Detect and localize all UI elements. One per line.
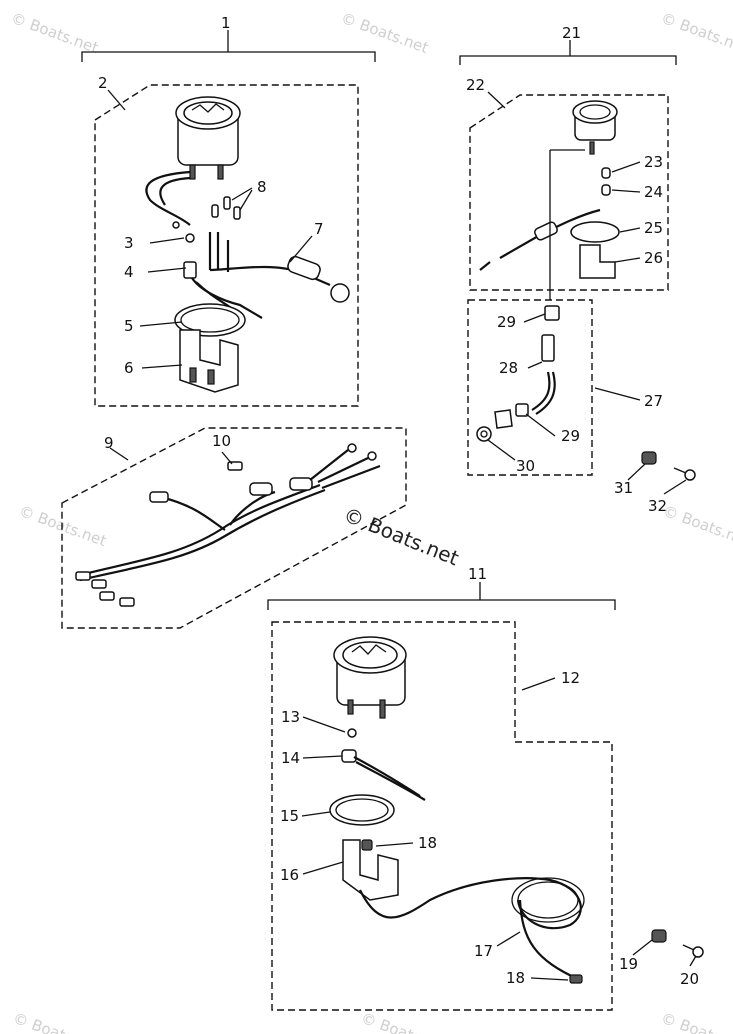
callout-4: 4 <box>124 263 134 281</box>
callout-18a: 18 <box>418 834 437 852</box>
callout-32: 32 <box>648 497 667 515</box>
callout-16: 16 <box>280 866 299 884</box>
watermark: © Boats.net <box>339 9 431 57</box>
callout-23: 23 <box>644 153 663 171</box>
part-25-ring <box>570 221 620 243</box>
part-17-tube <box>359 877 585 982</box>
group-outline-2 <box>94 84 359 407</box>
part-32-screw <box>673 467 696 481</box>
callout-3: 3 <box>124 234 134 252</box>
part-6-bracket <box>179 329 239 393</box>
callout-6: 6 <box>124 359 134 377</box>
callout-8: 8 <box>257 178 267 196</box>
part-15-ring <box>329 794 395 826</box>
watermark: © Boats.net <box>659 1009 733 1034</box>
callout-29a: 29 <box>497 313 516 331</box>
part-5-ring <box>174 303 246 337</box>
callout-20: 20 <box>680 970 699 988</box>
callout-19: 19 <box>619 955 638 973</box>
callout-10: 10 <box>212 432 231 450</box>
watermark: © Boats.net <box>11 1009 103 1034</box>
callout-18b: 18 <box>506 969 525 987</box>
callout-5: 5 <box>124 317 134 335</box>
leader-lines <box>109 161 697 981</box>
callout-26: 26 <box>644 249 663 267</box>
callout-27: 27 <box>644 392 663 410</box>
callout-15: 15 <box>280 807 299 825</box>
callout-21: 21 <box>562 24 581 42</box>
callout-12: 12 <box>561 669 580 687</box>
part-8-terminals <box>211 196 241 220</box>
watermark: © Boats.net <box>9 9 101 57</box>
gauge-2 <box>175 96 241 180</box>
group-outline-27 <box>467 299 593 476</box>
part-19-clip <box>651 929 667 943</box>
watermark: © Boats.net <box>359 1009 451 1034</box>
callout-11: 11 <box>468 565 487 583</box>
harness-9 <box>61 427 407 629</box>
watermark: © Boats.net <box>659 9 733 57</box>
part-20-screw <box>682 944 704 958</box>
group-outline-12 <box>271 621 613 1011</box>
assembly-11 <box>267 582 704 1011</box>
watermark-main: © Boats.net <box>340 502 462 570</box>
callout-9: 9 <box>104 434 114 452</box>
callout-7: 7 <box>314 220 324 238</box>
callout-28: 28 <box>499 359 518 377</box>
callout-17: 17 <box>474 942 493 960</box>
assembly-21 <box>459 40 696 481</box>
part-16-bracket <box>342 839 399 901</box>
watermark: © Boats.net <box>661 502 733 550</box>
part-31-clip <box>641 451 657 465</box>
callout-30: 30 <box>516 457 535 475</box>
callout-labels: 1 2 3 4 5 6 7 8 9 10 11 12 13 14 15 16 1… <box>98 14 699 988</box>
callout-31: 31 <box>614 479 633 497</box>
gauge-12 <box>333 636 407 719</box>
assembly-1 <box>81 30 376 407</box>
part-26-bracket <box>579 244 616 279</box>
callout-25: 25 <box>644 219 663 237</box>
watermark: © Boats.net <box>17 502 109 550</box>
group-outline-22 <box>469 94 669 291</box>
callout-22: 22 <box>466 76 485 94</box>
callout-13: 13 <box>281 708 300 726</box>
callout-14: 14 <box>281 749 300 767</box>
callout-24: 24 <box>644 183 663 201</box>
group-outline-9 <box>61 427 407 629</box>
gauge-22 <box>572 100 618 155</box>
callout-1: 1 <box>221 14 231 32</box>
part-7-connector <box>208 232 350 303</box>
callout-29b: 29 <box>561 427 580 445</box>
callout-2: 2 <box>98 74 108 92</box>
